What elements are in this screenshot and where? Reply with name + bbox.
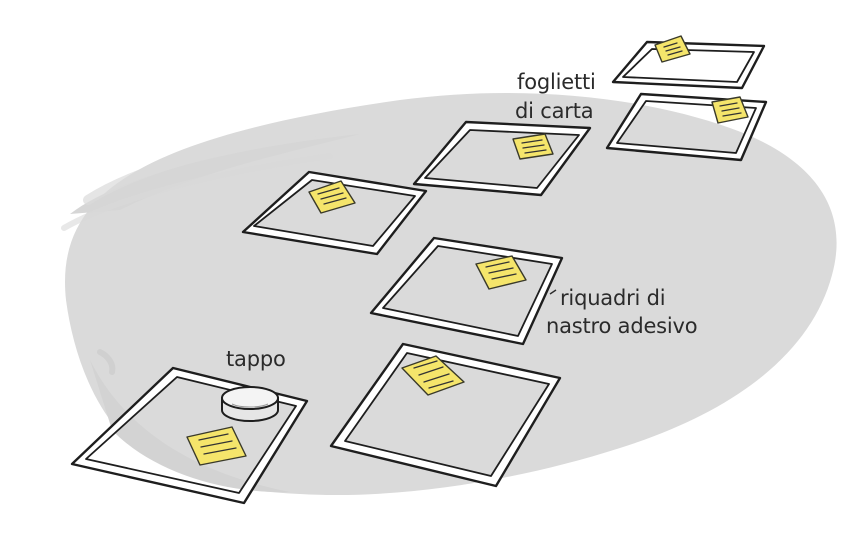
tape-square-left-upper — [241, 170, 428, 256]
label-squares-line2: nastro adesivo — [546, 314, 697, 338]
tape-square-mid-upper — [412, 120, 592, 197]
tape-square-far-top — [611, 40, 766, 90]
label-cap: tappo — [226, 347, 286, 371]
tape-label-pointer — [549, 289, 557, 295]
paper-note-4 — [308, 180, 356, 214]
bottle-cap — [221, 386, 279, 422]
paper-note-1 — [654, 35, 691, 63]
paper-note-3 — [512, 133, 554, 160]
paper-note-2 — [711, 96, 749, 124]
label-papers-line1: foglietti — [517, 70, 596, 94]
label-squares-line1: riquadri di — [560, 286, 665, 310]
tape-square-center — [369, 236, 564, 346]
paper-note-5 — [475, 255, 527, 290]
label-papers-line2: di carta — [515, 99, 593, 123]
paper-note-7 — [186, 426, 247, 466]
paper-note-6 — [401, 355, 465, 396]
tape-square-bottom-center — [329, 342, 562, 488]
